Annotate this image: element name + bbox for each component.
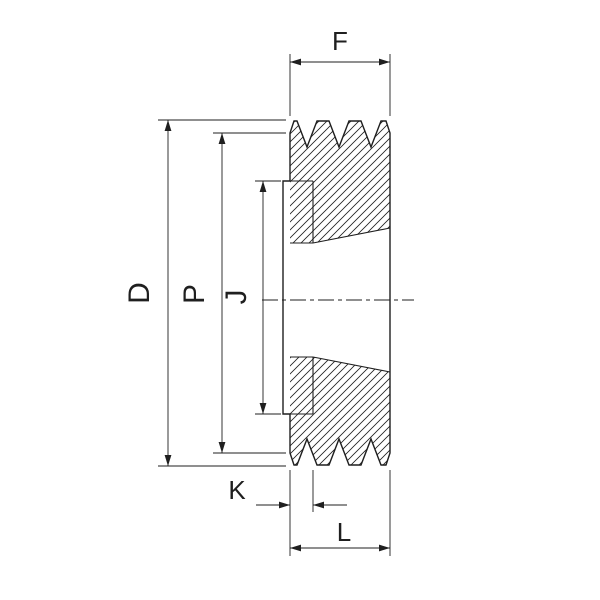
dim-label-p: P xyxy=(178,284,211,304)
dimension-k: K xyxy=(228,475,347,509)
dim-k-arrow-left xyxy=(279,501,290,509)
dim-p-arrow-top xyxy=(218,133,226,144)
dim-label-l: L xyxy=(337,517,351,547)
dim-p-extension-lines xyxy=(213,132,286,454)
dim-j-arrow-top xyxy=(259,181,267,192)
dim-d-extension-lines xyxy=(158,119,286,467)
dimension-l: L xyxy=(290,517,390,552)
dim-j-extension-lines xyxy=(255,180,281,415)
dim-label-f: F xyxy=(332,26,348,56)
dim-label-j: J xyxy=(220,290,253,305)
dim-f-arrow-right xyxy=(379,58,390,66)
dimension-f: F xyxy=(289,26,391,116)
hatch-lower-section xyxy=(290,357,390,465)
dim-k-arrow-right xyxy=(313,501,324,509)
dim-d-arrow-top xyxy=(164,120,172,131)
dim-d-arrow-bottom xyxy=(164,455,172,466)
dim-f-arrow-left xyxy=(290,58,301,66)
pulley-outline xyxy=(282,120,391,466)
dim-f-extension-lines xyxy=(289,54,391,116)
dim-l-arrow-left xyxy=(290,544,301,552)
dim-p-arrow-bottom xyxy=(218,442,226,453)
dimension-j: J xyxy=(220,180,281,415)
dimension-d: D xyxy=(123,119,286,467)
hatch-upper-section xyxy=(290,121,390,243)
section-hatching xyxy=(290,121,390,465)
dimension-p: P xyxy=(178,132,286,454)
dim-l-arrow-right xyxy=(379,544,390,552)
dim-label-k: K xyxy=(228,475,246,505)
dim-j-arrow-bottom xyxy=(259,403,267,414)
dim-label-d: D xyxy=(123,282,156,304)
taper-bore-and-hub-lines xyxy=(283,180,391,415)
